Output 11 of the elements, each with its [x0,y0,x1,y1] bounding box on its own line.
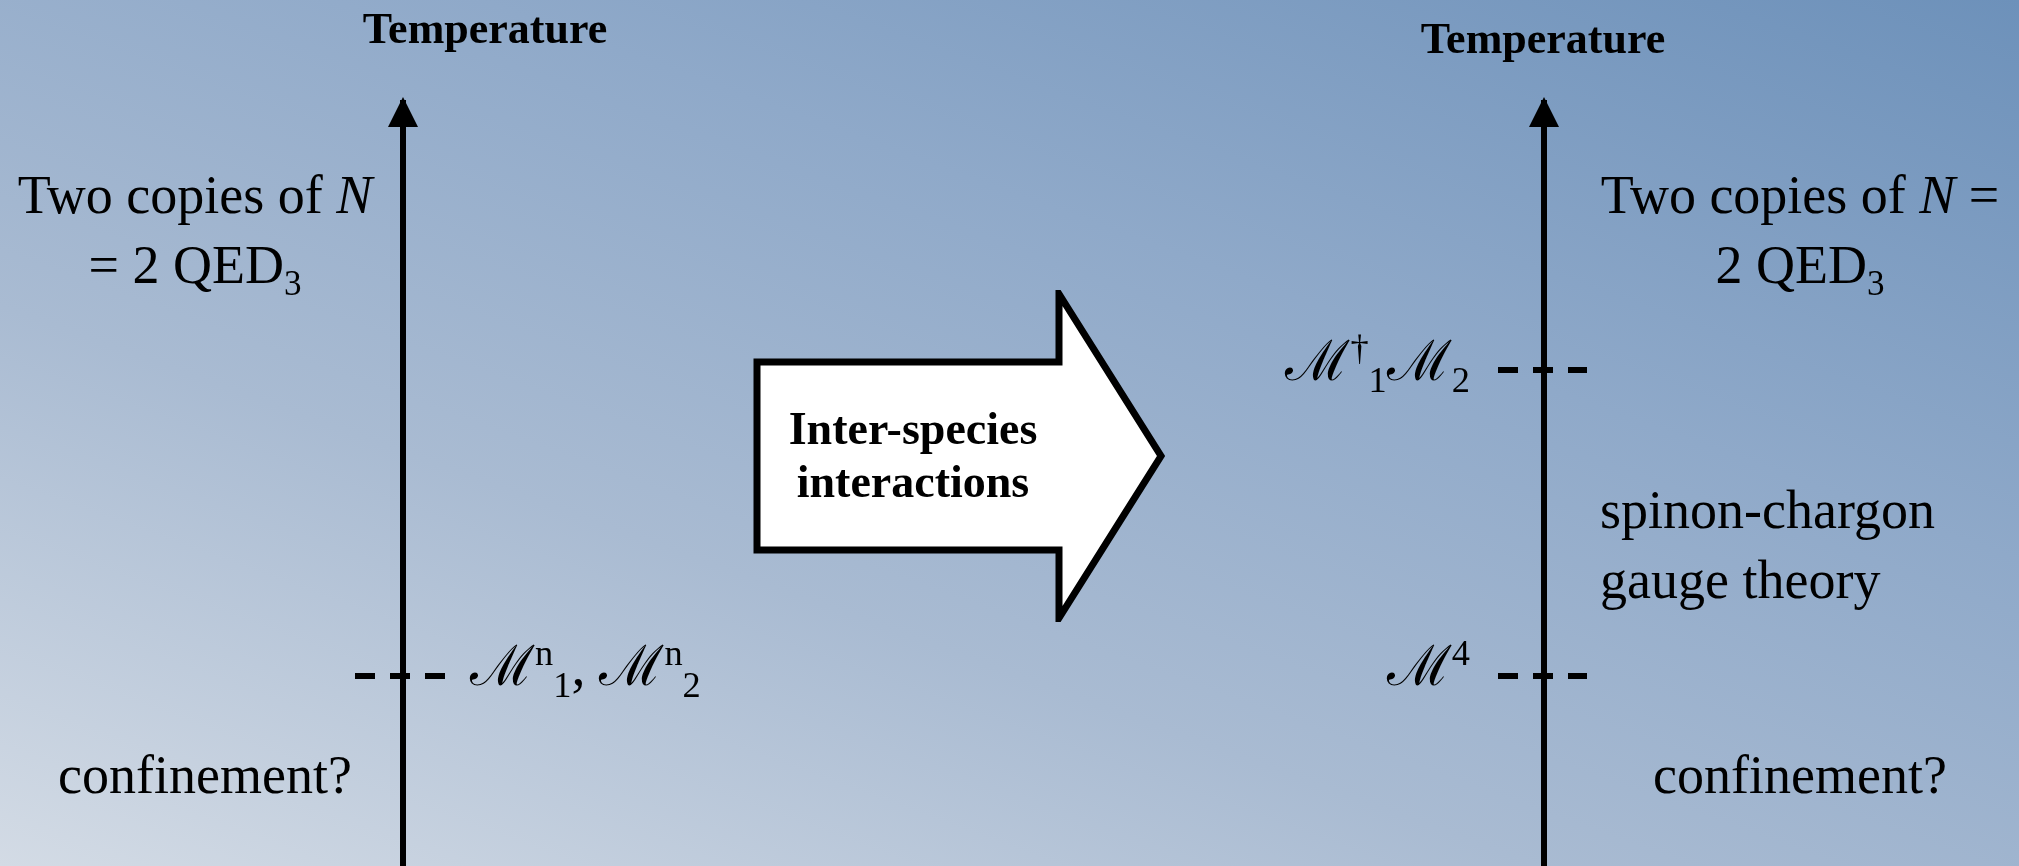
scale-label: ℳ$^{4}$ [1386,635,1470,697]
axis-title: Temperature [1420,14,1666,63]
axis-title: Temperature [362,4,608,53]
block-arrow [753,290,1165,622]
phase-label: confinement? [1653,745,1947,805]
phase-label: Two copies of N = 2 QED$_{3}$ [17,165,373,296]
arrow-label: Inter-species interactions [787,403,1039,509]
phase-label: confinement? [58,745,352,805]
phase-label: spinon-chargon gauge theory [1600,480,1935,611]
scale-label: ℳ$^{†}$$_{1}$ℳ$_{2}$ [1285,330,1470,392]
phase-label: Two copies of N = 2 QED$_{3}$ [1600,165,2000,296]
